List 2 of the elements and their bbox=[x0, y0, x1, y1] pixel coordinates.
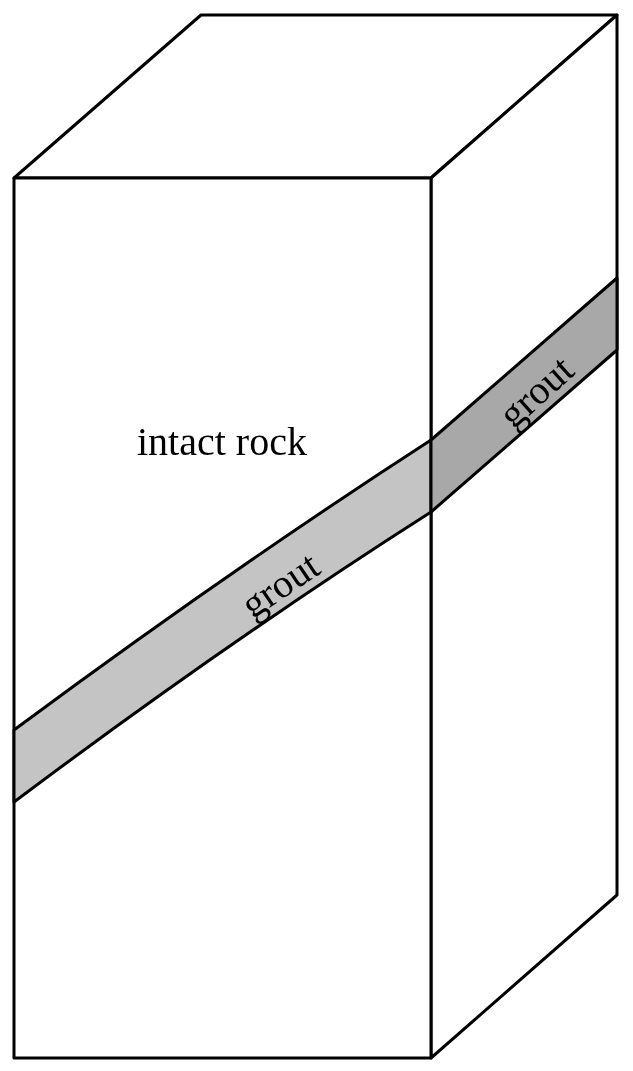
layer-label: grout bbox=[234, 544, 327, 626]
region-label: intact rock bbox=[137, 422, 307, 462]
